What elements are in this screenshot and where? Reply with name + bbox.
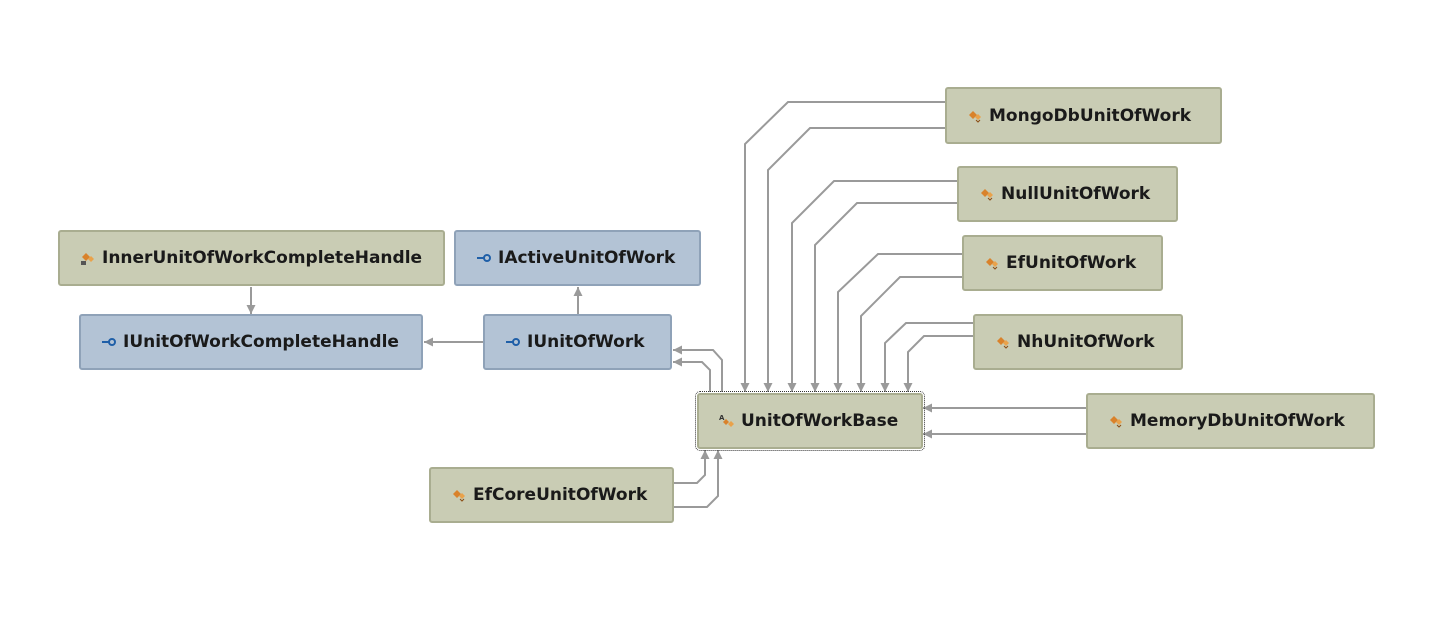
node-iactive-unit-of-work[interactable]: IActiveUnitOfWork bbox=[454, 230, 701, 286]
node-label: UnitOfWorkBase bbox=[741, 411, 899, 431]
node-ef-unit-of-work[interactable]: EfUnitOfWork bbox=[962, 235, 1163, 291]
svg-text:A: A bbox=[719, 414, 725, 422]
node-iunit-of-work-complete-handle[interactable]: IUnitOfWorkCompleteHandle bbox=[79, 314, 423, 370]
class-icon bbox=[984, 255, 1000, 271]
edge-mongo-base-2 bbox=[763, 127, 945, 392]
node-unit-of-work-base[interactable]: A UnitOfWorkBase bbox=[695, 391, 925, 451]
node-label: EfCoreUnitOfWork bbox=[473, 485, 648, 505]
edge-efcore-base-2 bbox=[674, 450, 723, 508]
class-icon bbox=[451, 487, 467, 503]
node-nh-unit-of-work[interactable]: NhUnitOfWork bbox=[973, 314, 1183, 370]
edge-null-base-1 bbox=[787, 180, 957, 392]
edge-mongo-base-1 bbox=[740, 101, 945, 392]
node-label: NhUnitOfWork bbox=[1017, 332, 1155, 352]
edge-ef-base-1 bbox=[833, 253, 962, 392]
node-efcore-unit-of-work[interactable]: EfCoreUnitOfWork bbox=[429, 467, 674, 523]
node-label: MongoDbUnitOfWork bbox=[989, 105, 1192, 126]
interface-icon bbox=[101, 334, 117, 350]
edge-nh-base-1 bbox=[880, 322, 973, 392]
node-inner-unit-of-work-complete-handle[interactable]: InnerUnitOfWorkCompleteHandle bbox=[58, 230, 445, 286]
node-null-unit-of-work[interactable]: NullUnitOfWork bbox=[957, 166, 1178, 222]
node-label: MemoryDbUnitOfWork bbox=[1130, 411, 1345, 431]
node-label: IActiveUnitOfWork bbox=[498, 248, 676, 268]
class-icon bbox=[995, 334, 1011, 350]
edge-efcore-base-1 bbox=[674, 450, 710, 484]
class-icon bbox=[967, 108, 983, 124]
edge-nh-base-2 bbox=[903, 335, 973, 392]
class-icon bbox=[1108, 413, 1124, 429]
node-label: NullUnitOfWork bbox=[1001, 184, 1151, 204]
node-label: IUnitOfWork bbox=[527, 332, 645, 352]
edge-ef-base-2 bbox=[856, 276, 962, 392]
node-label: InnerUnitOfWorkCompleteHandle bbox=[102, 248, 423, 268]
node-iunit-of-work[interactable]: IUnitOfWork bbox=[483, 314, 672, 370]
interface-icon bbox=[505, 334, 521, 350]
node-label: IUnitOfWorkCompleteHandle bbox=[123, 332, 399, 352]
edge-base-iuow-2 bbox=[673, 357, 711, 392]
interface-icon bbox=[476, 250, 492, 266]
node-label: EfUnitOfWork bbox=[1006, 253, 1137, 273]
node-memorydb-unit-of-work[interactable]: MemoryDbUnitOfWork bbox=[1086, 393, 1375, 449]
abstract-class-icon: A bbox=[719, 413, 735, 429]
class-icon bbox=[979, 186, 995, 202]
edge-base-iuow-1 bbox=[673, 345, 723, 392]
internal-class-icon bbox=[80, 250, 96, 266]
edge-null-base-2 bbox=[810, 202, 957, 392]
node-mongodb-unit-of-work[interactable]: MongoDbUnitOfWork bbox=[945, 87, 1222, 144]
